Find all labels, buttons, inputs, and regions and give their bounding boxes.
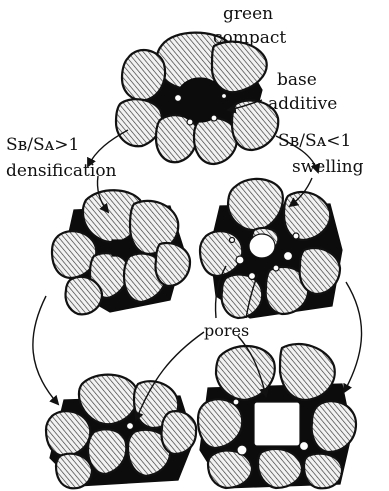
pores-label: pores bbox=[204, 321, 249, 340]
swelling-label: swelling bbox=[292, 157, 364, 177]
base-additive-label-line1: base bbox=[277, 70, 317, 90]
arrow-right-down bbox=[344, 282, 362, 392]
swollen-final-cluster bbox=[198, 344, 356, 488]
base-additive-label-line2: additive bbox=[268, 94, 337, 114]
left-ratio-label: Sʙ/Sᴀ>1 bbox=[6, 135, 79, 155]
green-compact-label-line2: compact bbox=[213, 28, 286, 48]
green-compact-cluster bbox=[116, 33, 278, 164]
arrow-left-down bbox=[33, 296, 58, 404]
densification-label: densification bbox=[6, 161, 117, 181]
green-compact-label-line1: green bbox=[223, 4, 273, 24]
densification-cluster bbox=[52, 190, 190, 314]
swelling-cluster bbox=[200, 179, 342, 318]
base-additive-particle bbox=[176, 78, 224, 122]
densified-final-cluster bbox=[46, 375, 196, 489]
right-ratio-label: Sʙ/Sᴀ<1 bbox=[278, 131, 351, 151]
